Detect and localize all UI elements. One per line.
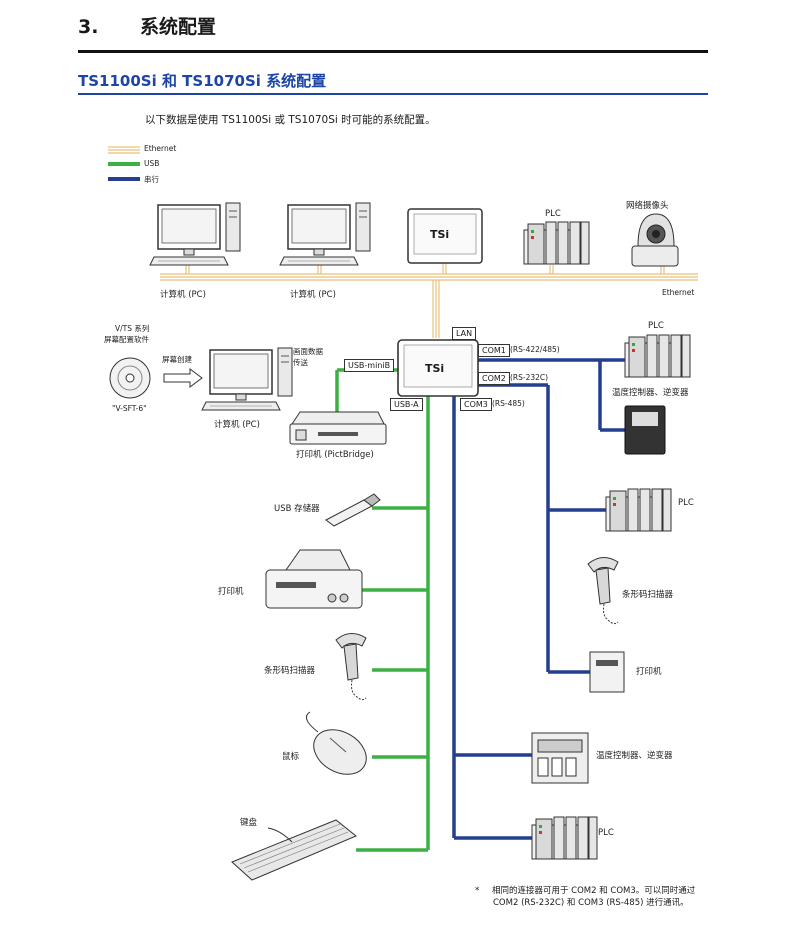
section-number: 3. <box>78 16 99 38</box>
com3-port: COM3 <box>460 398 492 411</box>
tsi-center-label: TSi <box>425 362 445 375</box>
heading-rule <box>78 50 708 53</box>
usb-printer-label: 打印机 <box>218 587 244 597</box>
usb-minib-port: USB-miniB <box>344 359 395 372</box>
footnote-line2: COM2 (RS-232C) 和 COM3 (RS-485) 进行通讯。 <box>493 898 689 908</box>
footnote: * 相同的连接器可用于 COM2 和 COM3。可以同时通过 COM2 (RS-… <box>475 885 775 909</box>
serial-plc1-label: PLC <box>648 321 664 331</box>
serial-scanner-label: 条形码扫描器 <box>622 590 674 600</box>
tsi-top-label: TSi <box>430 228 450 241</box>
mouse-label: 鼠标 <box>282 752 300 762</box>
legend-serial: 串行 <box>144 175 159 184</box>
serial-plc3-label: PLC <box>598 828 614 838</box>
section-title: 系统配置 <box>140 16 217 38</box>
plc-top-label: PLC <box>545 209 561 219</box>
camera-label: 网络摄像头 <box>626 201 669 211</box>
com3-desc: (RS-485) <box>492 399 525 408</box>
serial-temp1-label: 温度控制器、逆变器 <box>612 388 689 398</box>
pc2-label: 计算机 (PC) <box>290 290 336 300</box>
footnote-line1: 相同的连接器可用于 COM2 和 COM3。可以同时通过 <box>491 886 696 896</box>
screen-create-label: 屏幕创建 <box>162 355 192 364</box>
keyboard-label: 键盘 <box>240 818 258 828</box>
pictbridge-printer-label: 打印机 (PictBridge) <box>296 450 374 460</box>
lan-port: LAN <box>452 327 477 340</box>
footnote-mark: * <box>475 886 480 896</box>
usb-scanner-label: 条形码扫描器 <box>264 666 316 676</box>
com2-desc: (RS-232C) <box>510 373 549 382</box>
legend-usb: USB <box>144 159 160 168</box>
com1-desc: (RS-422/485) <box>510 345 560 354</box>
serial-printer-label: 打印机 <box>636 667 662 677</box>
software-pc-label: 计算机 (PC) <box>214 420 260 430</box>
transfer-label2: 传送 <box>293 358 308 367</box>
software-series-label2: 屏幕配置软件 <box>104 335 149 344</box>
subheading-rule <box>78 93 708 95</box>
section-heading: 3. 系统配置 <box>78 12 216 39</box>
usb-storage-label: USB 存储器 <box>274 504 320 514</box>
serial-plc2-label: PLC <box>678 498 694 508</box>
ethernet-bus-label: Ethernet <box>662 288 695 297</box>
transfer-label: 画面数据 <box>293 347 323 356</box>
com2-port: COM2 <box>478 372 510 385</box>
software-series-label: V/TS 系列 <box>115 324 150 333</box>
serial-temp2-label: 温度控制器、逆变器 <box>596 751 673 761</box>
subsection-title: TS1100Si 和 TS1070Si 系统配置 <box>78 72 327 90</box>
legend-ethernet: Ethernet <box>144 144 177 153</box>
disc-label: "V-SFT-6" <box>112 404 147 413</box>
pc1-label: 计算机 (PC) <box>160 290 206 300</box>
intro-text: 以下数据是使用 TS1100Si 或 TS1070Si 时可能的系统配置。 <box>145 114 436 126</box>
usb-a-port: USB-A <box>390 398 423 411</box>
com1-port: COM1 <box>478 344 510 357</box>
